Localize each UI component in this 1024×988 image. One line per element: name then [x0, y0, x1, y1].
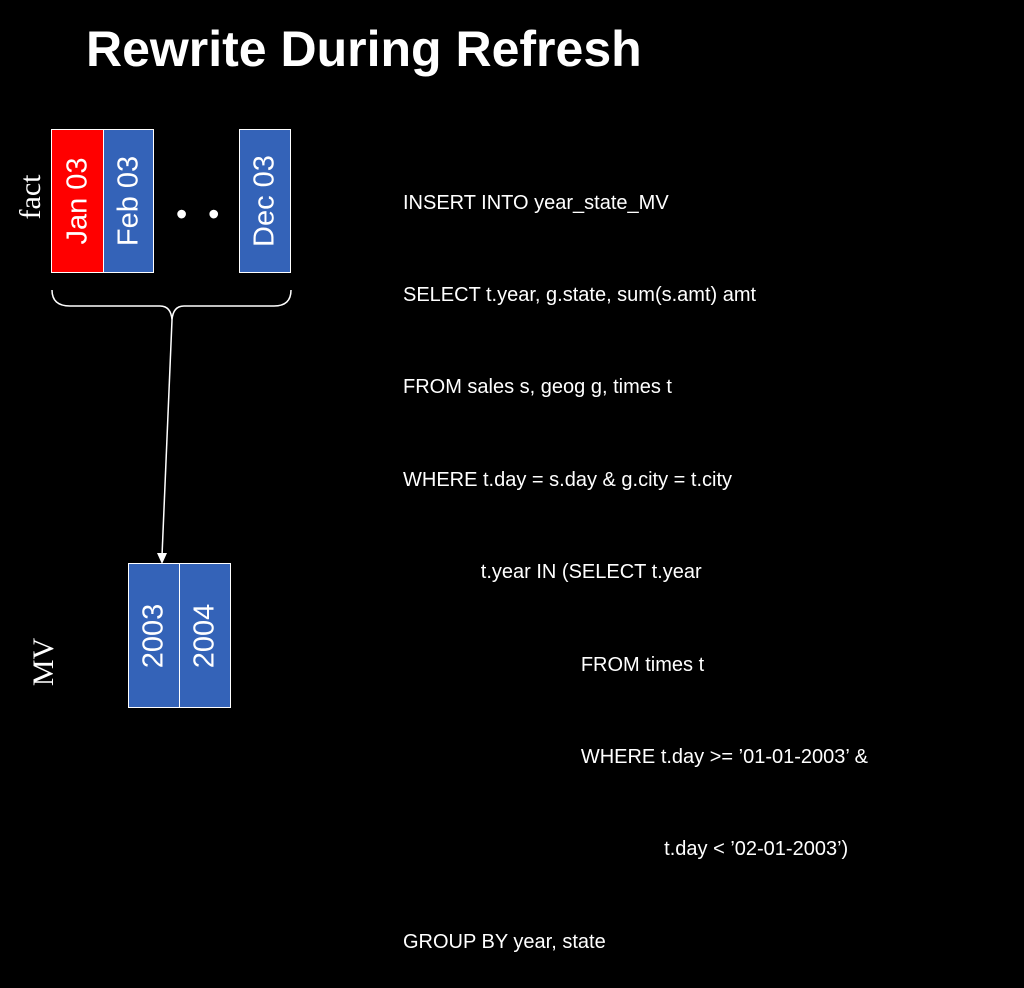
connector-graphic — [51, 289, 292, 564]
sql-line: SELECT t.year, g.state, sum(s.amt) amt — [403, 283, 757, 306]
brace — [51, 289, 292, 321]
mv-partition-2004: 2004 — [179, 563, 231, 708]
partition-feb-03: Feb 03 — [103, 129, 154, 273]
sql-line: WHERE t.day = s.day & g.city = t.city — [403, 468, 732, 491]
partition-label: 2004 — [188, 603, 221, 668]
partition-jan-03: Jan 03 — [51, 129, 104, 273]
ellipsis: • • • — [176, 196, 258, 232]
sql-statement: INSERT INTO year_state_MV SELECT t.year,… — [403, 126, 868, 988]
sql-line: FROM times t — [403, 653, 705, 676]
sql-line: t.day < ’02-01-2003’) — [403, 838, 849, 861]
arrow-head — [157, 553, 167, 564]
page-title: Rewrite During Refresh — [86, 21, 642, 77]
partition-dec-03: Dec 03 — [239, 129, 291, 273]
sql-line: t.year IN (SELECT t.year — [403, 561, 702, 584]
sql-line: WHERE t.day >= ’01-01-2003’ & — [403, 745, 868, 768]
mv-partition-2003: 2003 — [128, 563, 180, 708]
sql-line: GROUP BY year, state — [403, 930, 606, 953]
partition-label: 2003 — [137, 603, 170, 668]
sql-line: INSERT INTO year_state_MV — [403, 191, 669, 214]
sql-line: FROM sales s, geog g, times t — [403, 376, 672, 399]
arrow-line — [161, 319, 173, 557]
